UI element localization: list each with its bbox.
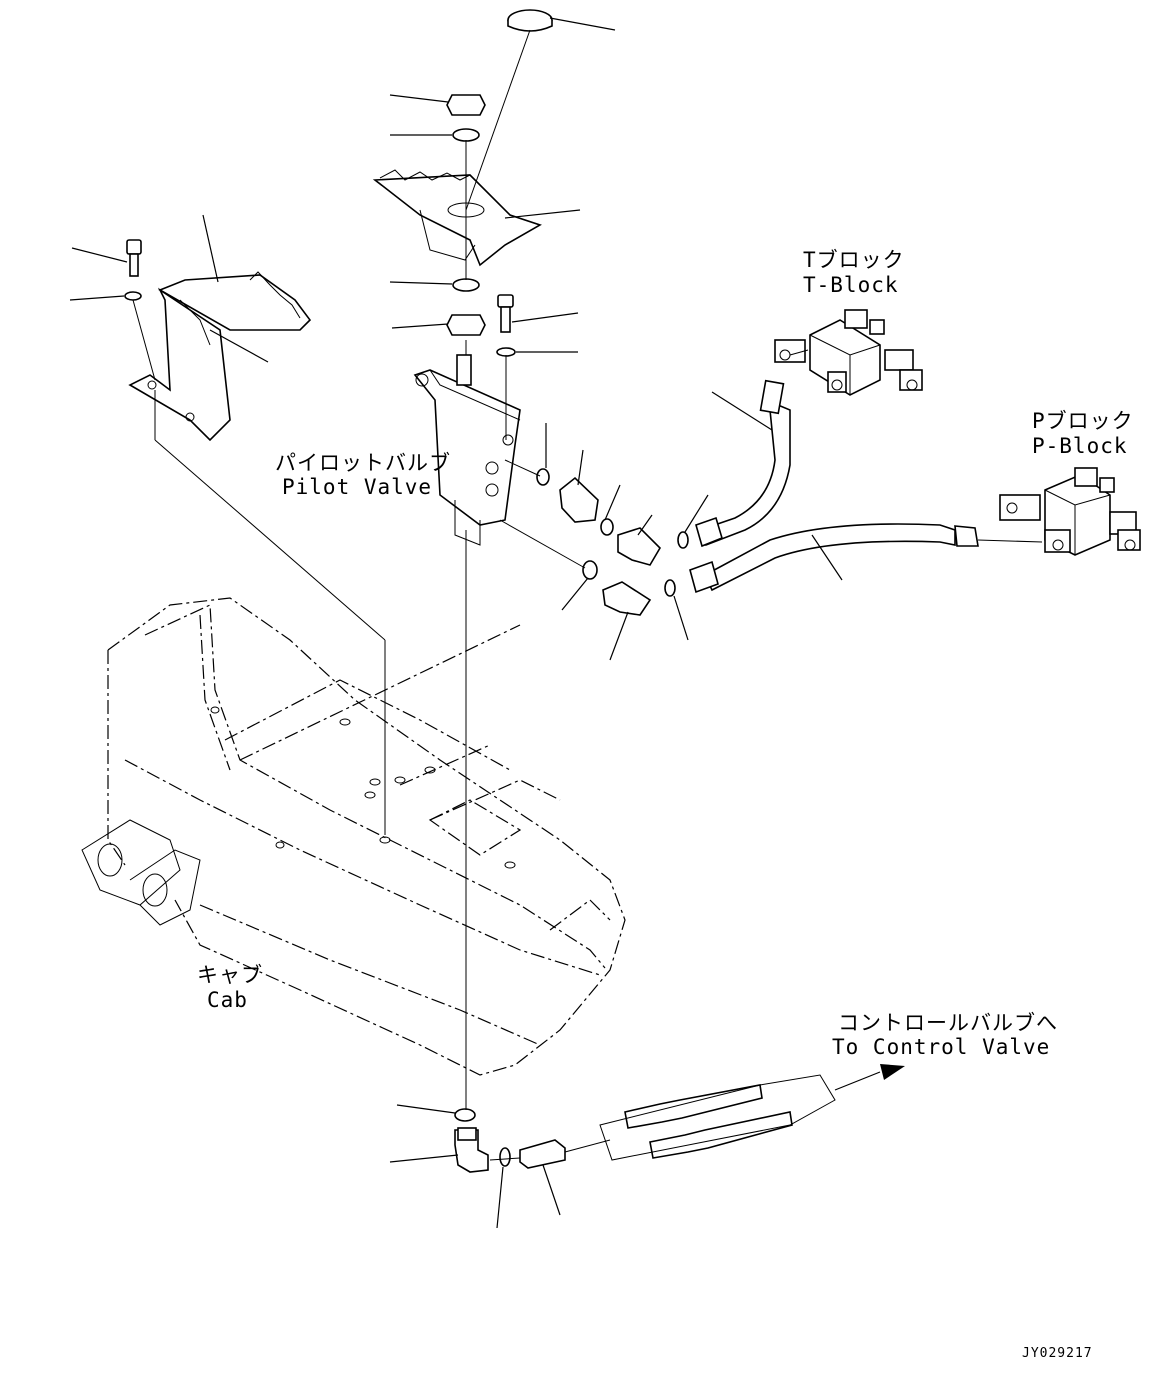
t-block-label-en: T-Block [803, 273, 899, 297]
t-block [774, 309, 923, 396]
pedal-bracket [128, 271, 312, 442]
control-valve-label-jp: コントロールバルブへ [838, 1011, 1058, 1035]
p-block-label-en: P-Block [1032, 434, 1128, 458]
bottom-oring-2 [499, 1147, 511, 1167]
fitting-oring-1 [536, 468, 550, 486]
assembly-lines [132, 29, 1043, 1161]
cab-label-jp: キャブ [197, 963, 263, 987]
cab-label-en: Cab [207, 988, 248, 1012]
fitting-elbow-1 [617, 527, 662, 566]
leader-lines [69, 17, 843, 1229]
control-valve-label-en: To Control Valve [832, 1035, 1050, 1059]
t-block-label-jp: Tブロック [803, 248, 905, 272]
pilot-valve-label-jp: パイロットバルブ [275, 451, 451, 475]
p-block-label-jp: Pブロック [1032, 409, 1134, 433]
fitting-elbow-2 [602, 581, 652, 616]
bottom-elbow [454, 1127, 489, 1173]
pedal-cap [507, 9, 553, 32]
bracket-bolt [124, 239, 142, 301]
fitting-oring-4 [582, 560, 598, 580]
hose-to-t-block [695, 379, 791, 548]
fitting-oring-3 [677, 531, 689, 549]
pilot-valve-label-en: Pilot Valve [282, 475, 432, 499]
drawing-code: JY029217 [1022, 1346, 1093, 1361]
valve-bolt [496, 294, 516, 357]
pedal-plate [372, 169, 542, 267]
fitting-oring-5 [664, 579, 676, 597]
fitting-adapter-1 [559, 476, 599, 523]
bottom-adapter [519, 1139, 566, 1169]
cab-body [81, 597, 626, 1076]
bottom-oring [454, 1108, 476, 1122]
hoses-to-control-valve [599, 1064, 905, 1161]
pedal-nut-bottom [446, 278, 486, 336]
fitting-oring-2 [600, 518, 614, 536]
hose-to-p-block [689, 523, 979, 594]
p-block [999, 467, 1141, 556]
pedal-nut-top [446, 94, 486, 142]
pilot-valve [413, 354, 521, 546]
